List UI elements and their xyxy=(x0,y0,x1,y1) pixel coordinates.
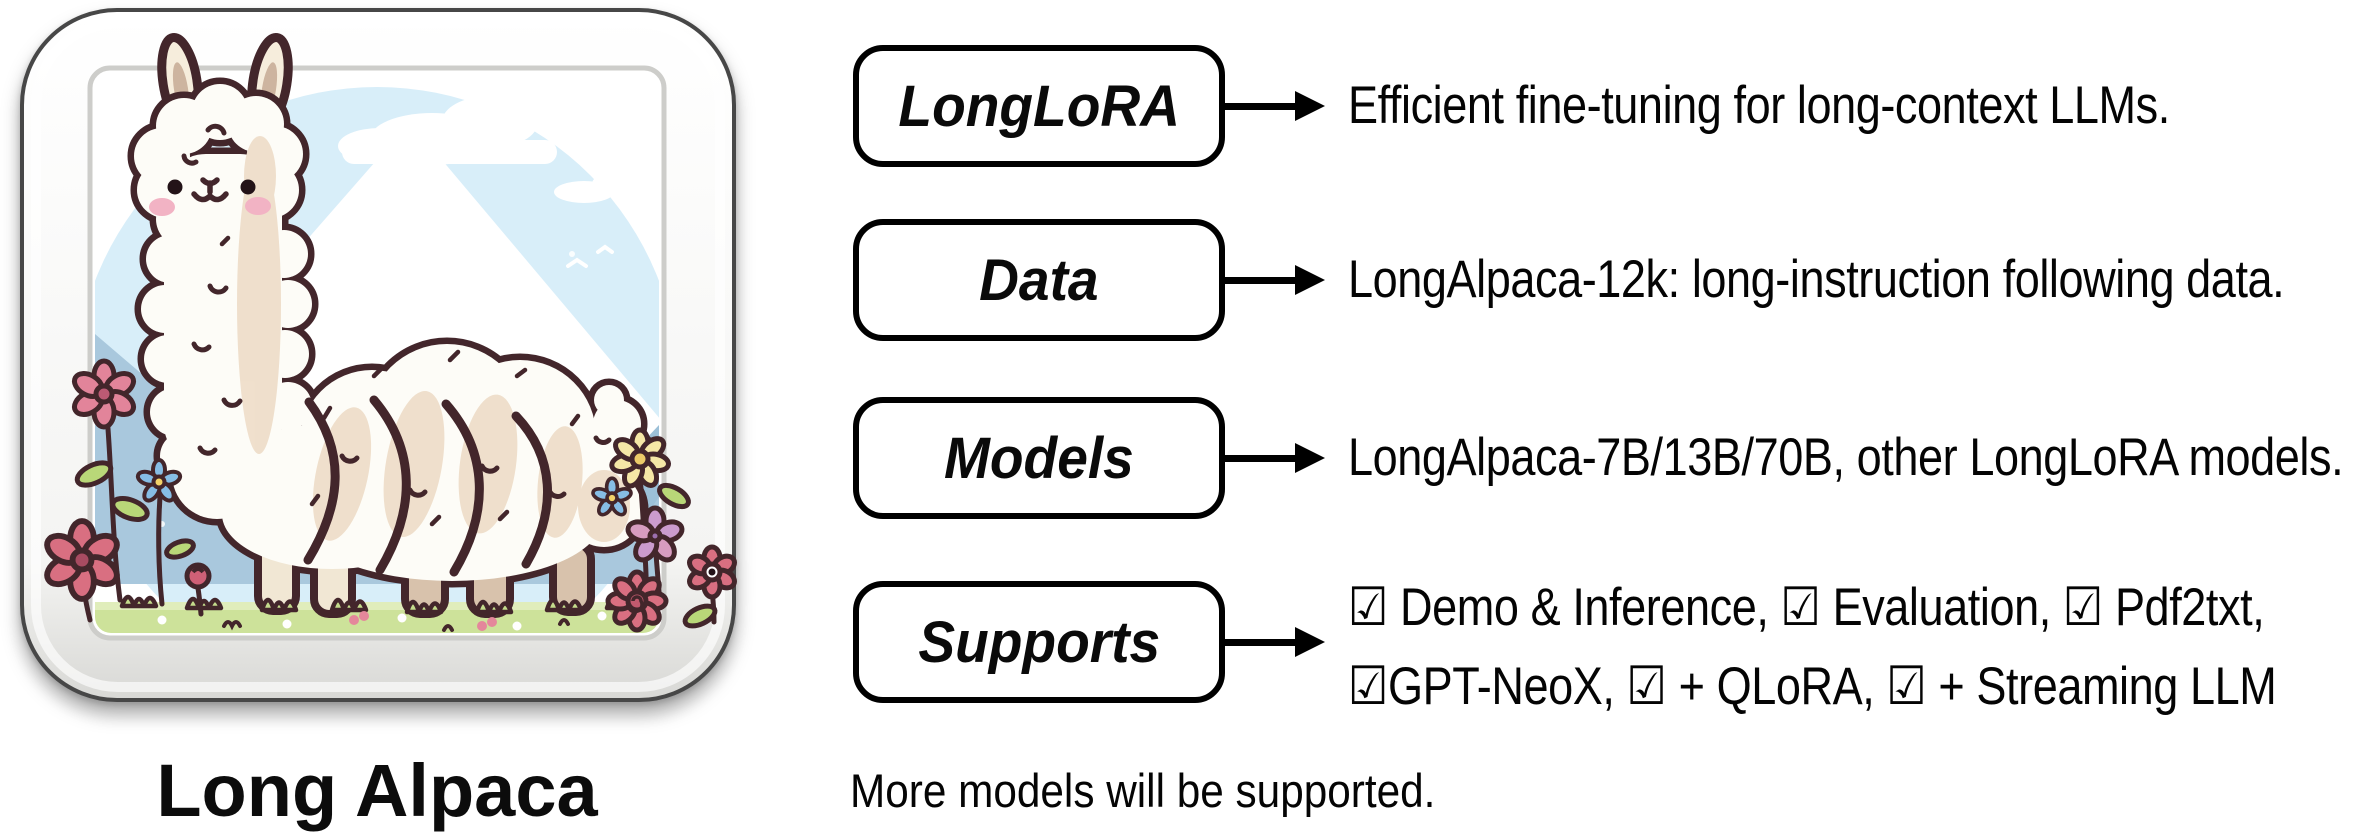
alpaca xyxy=(134,32,650,618)
feature-box-label: Data xyxy=(979,247,1099,313)
feature-box-longlora: LongLoRA xyxy=(853,45,1225,167)
arrow-shaft xyxy=(1225,455,1299,462)
arrow-head xyxy=(1295,265,1325,295)
supports-line-2: ☑GPT-NeoX, ☑ + QLoRA, ☑ + Streaming LLM xyxy=(1348,657,2277,716)
arrow-head xyxy=(1295,443,1325,473)
arrow-shaft xyxy=(1225,639,1299,646)
feature-box-label: Supports xyxy=(918,609,1160,675)
feature-description-supports: ☑ Demo & Inference, ☑ Evaluation, ☑ Pdf2… xyxy=(1348,568,2277,726)
feature-box-supports: Supports xyxy=(853,581,1225,703)
alpaca-face xyxy=(149,177,271,216)
flowers xyxy=(44,358,737,633)
feature-box-data: Data xyxy=(853,219,1225,341)
supports-line-1: ☑ Demo & Inference, ☑ Evaluation, ☑ Pdf2… xyxy=(1348,578,2265,637)
feature-description-longlora: Efficient fine-tuning for long-context L… xyxy=(1348,76,2170,135)
footer-note: More models will be supported. xyxy=(850,764,1436,817)
arrow-icon xyxy=(1225,627,1327,657)
feature-box-label: LongLoRA xyxy=(898,73,1180,139)
arrow-icon xyxy=(1225,443,1327,473)
arrow-shaft xyxy=(1225,103,1299,110)
birds xyxy=(566,244,614,268)
feature-description-models: LongAlpaca-7B/13B/70B, other LongLoRA mo… xyxy=(1348,428,2344,487)
feature-description-data: LongAlpaca-12k: long-instruction followi… xyxy=(1348,250,2285,309)
long-alpaca-icon xyxy=(12,4,742,704)
arrow-icon xyxy=(1225,265,1327,295)
arrow-icon xyxy=(1225,91,1327,121)
alpaca-illustration xyxy=(20,8,737,702)
icon-caption: Long Alpaca xyxy=(156,749,598,832)
arrow-head xyxy=(1295,91,1325,121)
arrow-shaft xyxy=(1225,277,1299,284)
feature-box-label: Models xyxy=(944,425,1134,491)
feature-box-models: Models xyxy=(853,397,1225,519)
arrow-head xyxy=(1295,627,1325,657)
